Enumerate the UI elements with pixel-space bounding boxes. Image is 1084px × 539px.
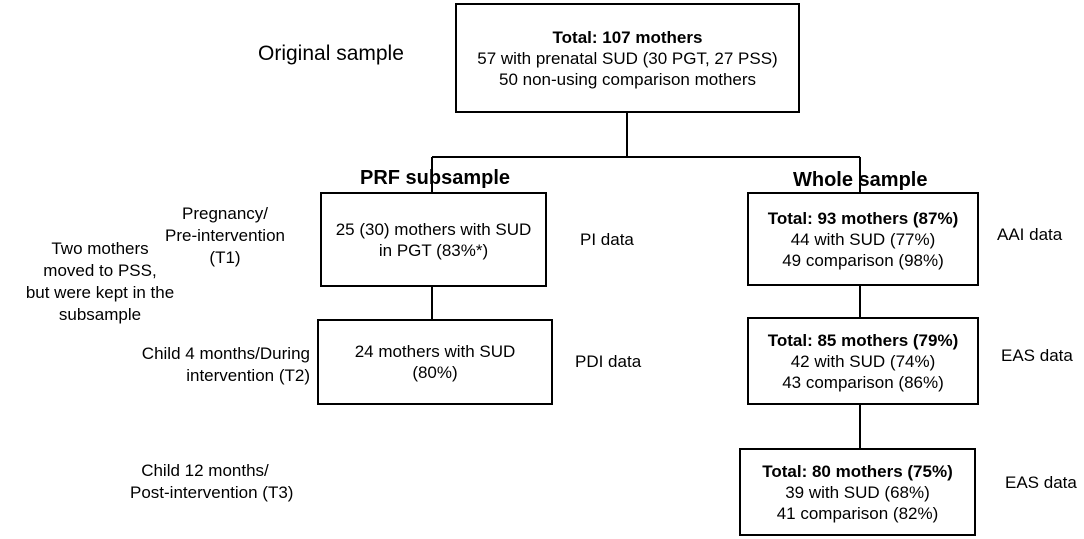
original-sud: 57 with prenatal SUD (30 PGT, 27 PSS) xyxy=(477,48,778,68)
whole-t1-data-label: AAI data xyxy=(997,225,1063,244)
timepoint-t2-label: Child 4 months/During intervention (T2) xyxy=(141,344,310,385)
prf-subsample-heading: PRF subsample xyxy=(360,167,511,189)
timepoint-t1-label: Pregnancy/ Pre-intervention (T1) xyxy=(164,204,285,267)
timepoint-t3-label: Child 12 months/ Post-intervention (T3) xyxy=(130,461,294,502)
whole-t1-box: Total: 93 mothers (87%) 44 with SUD (77%… xyxy=(747,192,979,286)
prf-t1-data-label: PI data xyxy=(580,230,634,249)
original-comparison: 50 non-using comparison mothers xyxy=(498,69,757,89)
original-total: Total: 107 mothers xyxy=(552,27,703,47)
whole-sample-heading: Whole sample xyxy=(793,169,928,191)
whole-t2-data-label: EAS data xyxy=(1001,346,1073,365)
whole-t3-box: Total: 80 mothers (75%) 39 with SUD (68%… xyxy=(739,448,976,536)
prf-t1-box: 25 (30) mothers with SUD in PGT (83%*) xyxy=(320,192,547,287)
prf-t2-data-label: PDI data xyxy=(575,352,642,371)
original-sample-box: Total: 107 mothers 57 with prenatal SUD … xyxy=(455,3,800,113)
whole-t2-box: Total: 85 mothers (79%) 42 with SUD (74%… xyxy=(747,317,979,405)
side-note: Two mothers moved to PSS, but were kept … xyxy=(25,239,175,324)
prf-t2-box: 24 mothers with SUD (80%) xyxy=(317,319,553,405)
original-sample-label: Original sample xyxy=(258,42,404,65)
whole-t3-data-label: EAS data xyxy=(1005,473,1077,492)
